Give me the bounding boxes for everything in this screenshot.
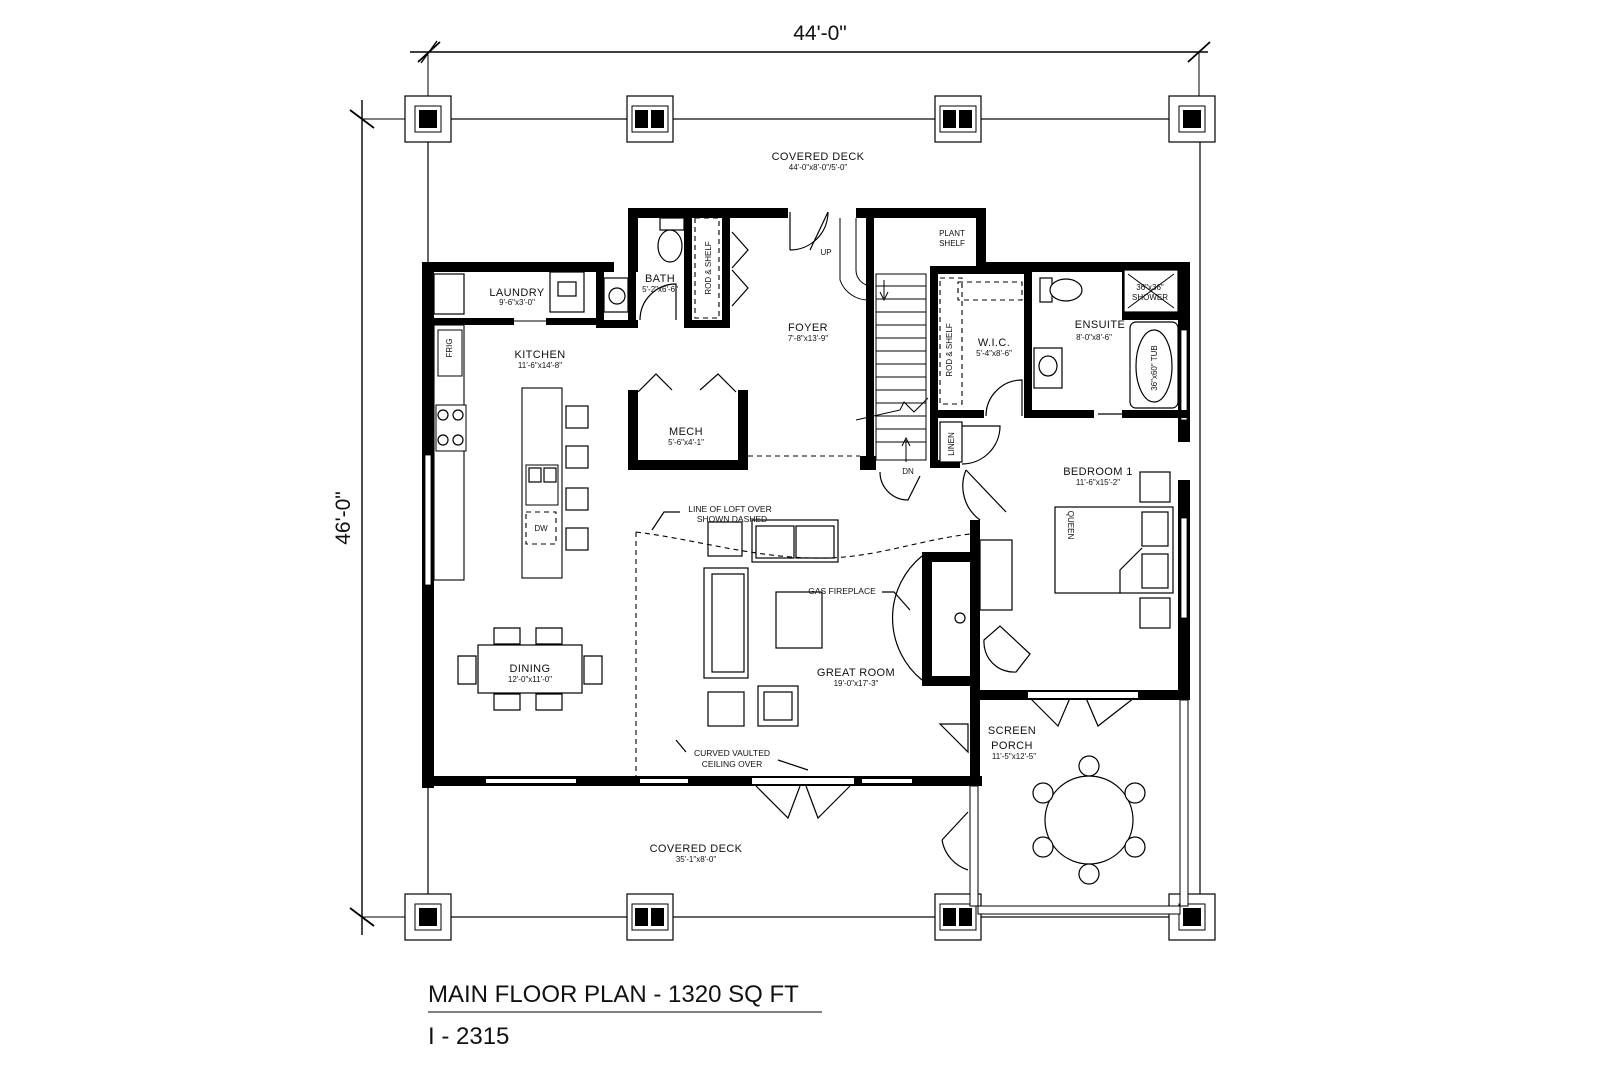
vault-note-1: CURVED VAULTED: [694, 748, 770, 758]
kitchen-name: KITCHEN: [514, 349, 565, 361]
stair-handrail: [839, 218, 873, 301]
frig-label: FRIG: [445, 338, 454, 357]
dw-label: DW: [534, 524, 548, 533]
deck-post-core: [943, 110, 956, 128]
screen-porch-name-1: SCREEN: [988, 725, 1036, 737]
foyer-dim: 7'-8"x13'-9": [788, 334, 828, 343]
deck-post-core: [1183, 908, 1201, 926]
dining-name: DINING: [510, 663, 551, 675]
covered-deck-top-dim: 44'-0"x8'-0"/5'-0": [789, 163, 848, 172]
screen-porch-name-2: PORCH: [991, 740, 1033, 752]
wic-dim: 5'-4"x8'-6": [976, 349, 1012, 358]
covered-deck-bottom-dim: 35'-1"x8'-0": [676, 855, 716, 864]
deck-posts: [404, 95, 1216, 941]
deck-post-core: [419, 908, 437, 926]
great-room-furniture: [703, 519, 839, 727]
bath-name: BATH: [645, 273, 675, 285]
dining-dim: 12'-0"x11'-0": [508, 675, 552, 684]
ensuite-name: ENSUITE: [1075, 319, 1125, 331]
ensuite-fixtures: [939, 269, 1179, 463]
door-swings: [514, 211, 1135, 871]
loft-note-1: LINE OF LOFT OVER: [688, 504, 771, 514]
exterior-walls: [422, 208, 1190, 788]
mech-dim: 5'-6"x4'-1": [668, 438, 704, 447]
deck-post-core: [959, 110, 972, 128]
tub-label: 36"x60" TUB: [1150, 345, 1159, 391]
staircase: [839, 218, 929, 462]
loft-note-2: SHOWN DASHED: [697, 514, 767, 524]
stair-up-label: UP: [820, 248, 831, 257]
linen-label: LINEN: [947, 432, 956, 456]
rod-shelf-label-1: ROD & SHELF: [704, 241, 713, 294]
queen-label: QUEEN: [1066, 511, 1075, 540]
porch-screen-walls: [969, 699, 1189, 915]
kitchen-fixtures: [433, 271, 589, 581]
vault-note-2: CEILING OVER: [702, 759, 762, 769]
bedroom1-name: BEDROOM 1: [1063, 466, 1133, 478]
deck-post-core: [635, 110, 648, 128]
rod-shelf-label-2: ROD & SHELF: [945, 323, 954, 376]
deck-post-core: [943, 908, 956, 926]
screen-porch-dim: 11'-5"x12'-5": [992, 752, 1036, 761]
loft-line: [635, 531, 971, 776]
covered-deck-top-name: COVERED DECK: [772, 151, 865, 163]
covered-deck-bottom-name: COVERED DECK: [650, 843, 743, 855]
stair-run: [875, 273, 927, 461]
plan-code: I - 2315: [428, 1023, 509, 1050]
ensuite-dim: 8'-0"x8'-6": [1076, 333, 1112, 342]
bedroom-furniture: [954, 471, 1174, 673]
stair-arrow: [879, 280, 889, 302]
wic-name: W.I.C.: [978, 337, 1010, 349]
dining-table: [457, 627, 603, 711]
deck-post-core: [651, 110, 664, 128]
stair-break-line: [855, 397, 929, 421]
gas-fireplace-note: GAS FIREPLACE: [808, 586, 876, 596]
stair-dn-label: DN: [902, 467, 914, 476]
shower-size-label: 36"x36": [1136, 283, 1164, 292]
foyer-name: FOYER: [788, 322, 828, 334]
overall-depth-dim: 46'-0": [332, 491, 355, 545]
depth-dimension-line: [349, 100, 420, 935]
plant-shelf-label-1: PLANT: [939, 229, 965, 238]
deck-post-core: [959, 908, 972, 926]
stair-arrow: [901, 436, 911, 462]
deck-post-core: [651, 908, 664, 926]
deck-post-core: [419, 110, 437, 128]
deck-post-core: [1183, 110, 1201, 128]
overall-width-dim: 44'-0": [793, 22, 847, 45]
great-room-name: GREAT ROOM: [817, 667, 895, 679]
interior-walls: [434, 218, 1188, 686]
bedroom1-dim: 11'-6"x15'-2": [1076, 478, 1120, 487]
kitchen-dim: 11'-6"x14'-8": [518, 361, 562, 370]
porch-table: [1032, 755, 1146, 885]
laundry-name: LAUNDRY: [489, 287, 544, 299]
mech-name: MECH: [669, 426, 703, 438]
laundry-dim: 9'-6"x3'-0": [499, 298, 535, 307]
plant-shelf-label-2: SHELF: [939, 239, 965, 248]
deck-post-core: [635, 908, 648, 926]
bath-dim: 5'-2"x6'-6": [642, 285, 678, 294]
width-dimension-line: [410, 40, 1211, 108]
bath-fixtures: [603, 217, 720, 319]
great-room-dim: 19'-0"x17'-3": [834, 679, 879, 688]
plan-title: MAIN FLOOR PLAN - 1320 SQ FT: [428, 981, 799, 1008]
shower-label: SHOWER: [1132, 293, 1168, 302]
